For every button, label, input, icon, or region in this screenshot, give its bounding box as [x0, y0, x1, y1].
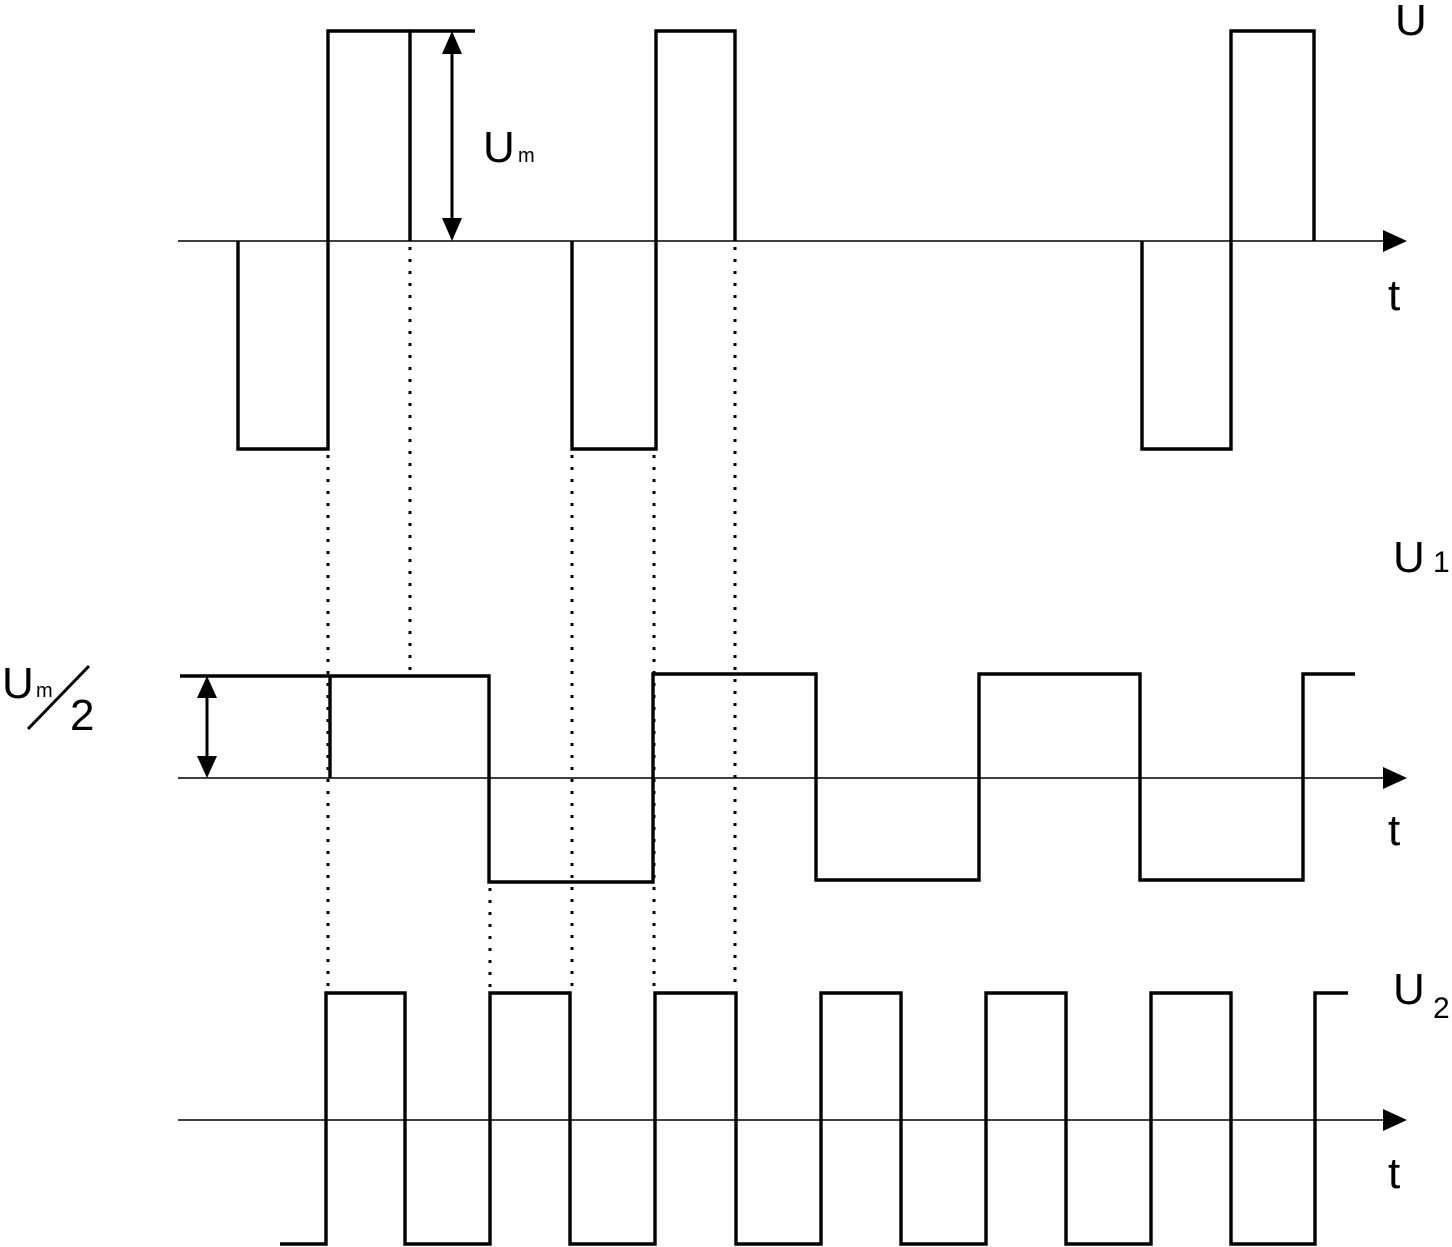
- label-t-2: t: [1388, 806, 1400, 855]
- label-half-um-denominator: 2: [70, 691, 94, 740]
- waveform-u: [236, 29, 1316, 451]
- fraction-slash: [26, 664, 91, 731]
- label-t-1: t: [1388, 271, 1400, 320]
- axis-u: [178, 230, 1407, 252]
- label-t-3: t: [1388, 1149, 1400, 1198]
- label-u1-subscript: 1: [1433, 546, 1450, 579]
- label-um-subscript: m: [518, 145, 535, 167]
- axis-u2: [178, 1109, 1407, 1131]
- label-um: U: [483, 123, 515, 172]
- waveform-u1: [180, 672, 1355, 884]
- label-u: U: [1395, 0, 1427, 45]
- label-half-um-main: U: [2, 659, 34, 708]
- axis-u1: [178, 767, 1407, 789]
- label-u2-subscript: 2: [1433, 992, 1450, 1025]
- alignment-lines: [326, 247, 737, 990]
- label-u2: U: [1393, 965, 1425, 1014]
- um-dimension-arrow: [442, 31, 462, 241]
- label-half-um: U m 2: [2, 659, 94, 740]
- label-half-um-subscript: m: [36, 680, 53, 702]
- label-u1: U: [1393, 533, 1425, 582]
- waveform-u2: [280, 991, 1348, 1246]
- half-um-dimension-arrow: [197, 676, 217, 778]
